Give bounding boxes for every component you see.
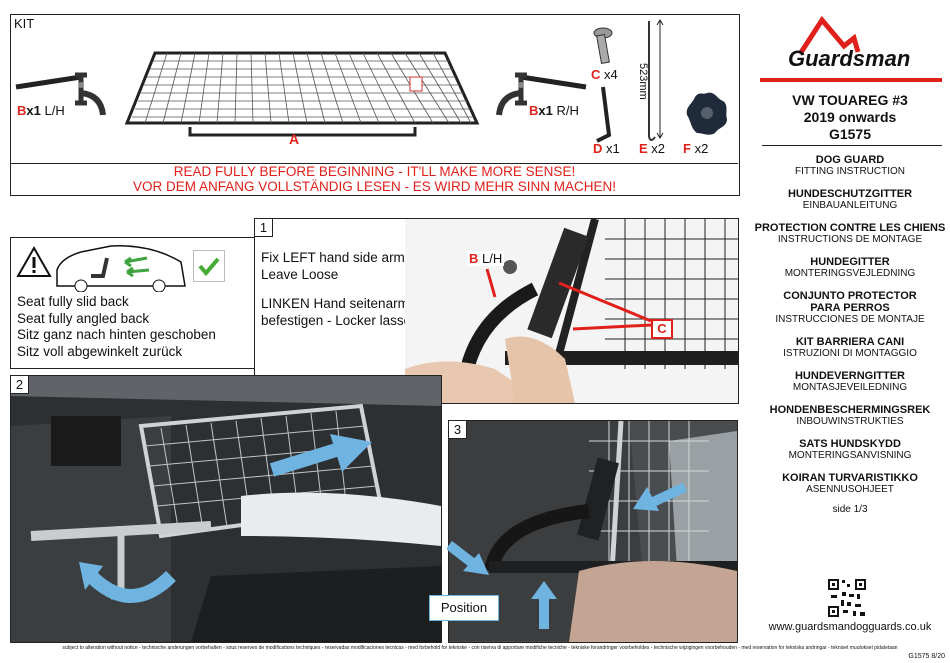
step-2-panel: 2 — [10, 375, 442, 643]
step-1-line: Leave Loose — [261, 267, 339, 282]
vehicle-code: G1575 — [828, 126, 872, 142]
part-f-knob-drawing — [686, 92, 727, 135]
seat-note-line: Sitz voll abgewinkelt zurück — [17, 343, 183, 359]
part-a-label: A — [289, 131, 300, 147]
part-f-label: F x2 — [683, 141, 709, 156]
dimension-line — [656, 19, 664, 139]
kit-heading: KIT — [14, 16, 35, 31]
footer-code: G1575 8/20 — [908, 653, 945, 660]
warning-german: VOR DEM ANFANG VOLLSTÄNDIG LESEN - ES WI… — [132, 179, 617, 194]
part-b-left-label: Bx1 L/H — [17, 103, 65, 118]
kit-divider — [11, 163, 738, 164]
step-1-panel: 1 Fix LEFT hand side arm - Leave Loose L… — [254, 218, 739, 404]
seat-note-panel: Seat fully slid back Seat fully angled b… — [10, 237, 256, 369]
part-c-bolt-drawing — [593, 27, 613, 65]
brand-logo: Guardsman — [760, 14, 942, 82]
vehicle-years: 2019 onwards — [803, 109, 897, 125]
step-1-text: Fix LEFT hand side arm - Leave Loose LIN… — [261, 249, 419, 329]
website-link[interactable]: www.guardsmandogguards.co.uk — [768, 621, 932, 633]
position-label: Position — [429, 595, 499, 621]
callout-b: B L/H — [467, 251, 505, 266]
vehicle-info: VW TOUAREG #3 2019 onwards G1575 — [752, 92, 948, 143]
qr-code-icon — [827, 578, 867, 618]
step-2-photo — [11, 376, 441, 642]
arrow-rotate-icon — [79, 562, 176, 603]
warning-triangle-icon — [16, 246, 52, 277]
part-d-label: D x1 — [593, 141, 620, 156]
step-3-panel: 3 Position — [429, 420, 738, 643]
step-2-number: 2 — [11, 376, 29, 394]
vehicle-divider — [762, 145, 942, 146]
seat-note-line: Seat fully angled back — [17, 310, 150, 326]
callout-c: C — [651, 319, 673, 339]
step-3-photo — [449, 421, 737, 642]
step-1-number: 1 — [255, 219, 273, 237]
part-d-key-drawing — [596, 86, 612, 143]
arrow-left-icon — [633, 482, 688, 511]
vehicle-model: VW TOUAREG #3 — [792, 92, 908, 108]
arrow-right-icon — [447, 541, 489, 575]
warning-english: READ FULLY BEFORE BEGINNING - IT'LL MAKE… — [173, 164, 576, 179]
part-e-label: E x2 — [639, 141, 666, 156]
step-1-line: LINKEN Hand seitenarm — [261, 296, 409, 311]
checkmark-icon — [193, 250, 225, 282]
seat-note-text: Seat fully slid back Seat fully angled b… — [17, 294, 216, 360]
step-1-line: befestigen - Locker lassen — [261, 313, 419, 328]
part-b-right-label: Bx1 R/H — [529, 103, 579, 118]
step-1-photo — [405, 219, 738, 403]
step-1-line: Fix LEFT hand side arm - — [261, 250, 414, 265]
seat-note-line: Seat fully slid back — [17, 294, 129, 309]
side-indicator: side 1/3 — [832, 504, 868, 515]
footer-disclaimer: subject to alteration without notice - t… — [62, 645, 898, 651]
length-label: 523mm — [637, 63, 649, 100]
part-b-left-drawing — [15, 72, 106, 116]
part-c-label: C x4 — [591, 67, 618, 82]
seat-note-line: Sitz ganz nach hinten geschoben — [17, 327, 216, 342]
part-b-right-drawing — [496, 72, 587, 116]
kit-panel: KIT Bx1 L/H A — [10, 14, 740, 196]
part-e-rod-drawing — [648, 21, 656, 141]
part-a-mesh-drawing — [124, 51, 480, 137]
callout-arrows — [485, 268, 652, 331]
car-seat-icon — [56, 245, 186, 292]
arrow-up-icon — [531, 581, 557, 629]
step-3-number: 3 — [449, 421, 467, 439]
brand-name: Guardsman — [788, 46, 911, 71]
arrow-up-right-icon — [269, 434, 372, 477]
